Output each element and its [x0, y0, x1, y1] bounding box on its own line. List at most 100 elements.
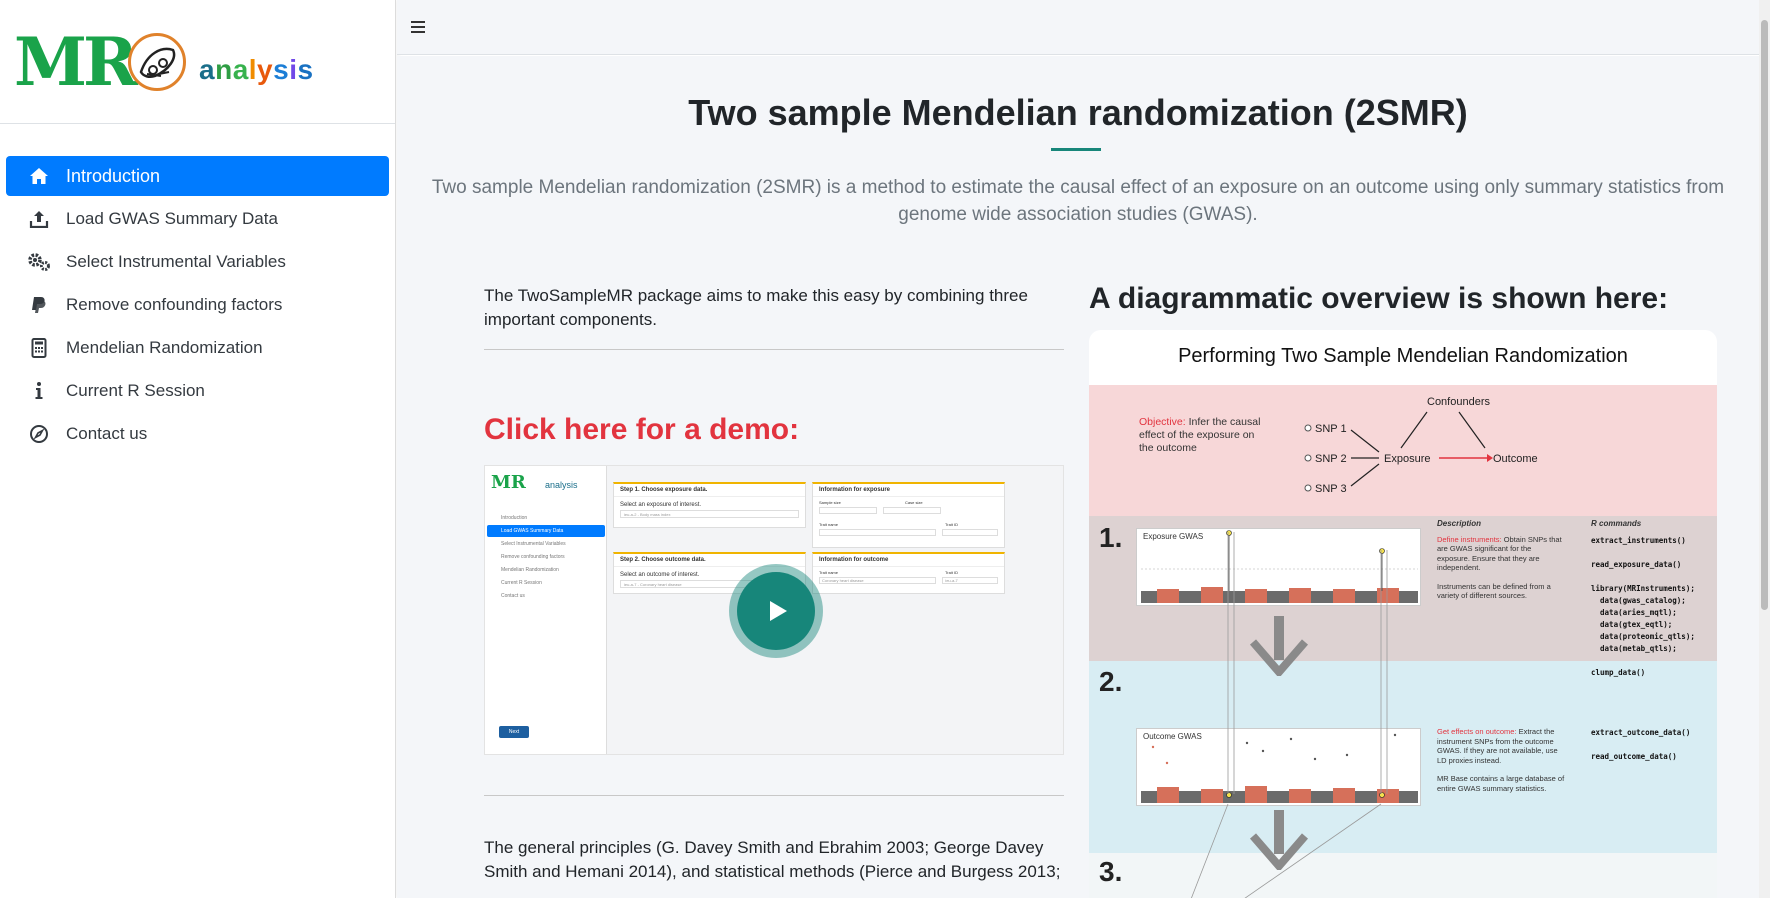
sidebar-item-remove-confounding[interactable]: Remove confounding factors: [6, 285, 389, 325]
logo-letter: l: [248, 54, 258, 85]
diagram-title: Performing Two Sample Mendelian Randomiz…: [1178, 345, 1628, 367]
thumbnail-field-label: Trait ID: [945, 522, 958, 527]
principles-paragraph: The general principles (G. Davey Smith a…: [484, 838, 1061, 881]
diagram-heading: A diagrammatic overview is shown here:: [1089, 282, 1669, 315]
logo-letter: n: [215, 54, 233, 85]
left-column: The TwoSampleMR package aims to make thi…: [484, 284, 1064, 884]
page-scrollbar[interactable]: [1759, 0, 1770, 898]
step-number: 3.: [1099, 856, 1123, 887]
exposure-gwas-plot: Exposure GWAS: [1136, 528, 1421, 606]
main-content: Two sample Mendelian randomization (2SMR…: [397, 56, 1759, 898]
sidebar-item-mendelian-randomization[interactable]: Mendelian Randomization: [6, 328, 389, 368]
thumbnail-sidebar: MR analysis Introduction Load GWAS Summa…: [485, 466, 607, 754]
bean-logo-icon: [128, 33, 186, 91]
sidebar-item-label: Mendelian Randomization: [66, 338, 263, 357]
outcome-gwas-label: Outcome GWAS: [1143, 732, 1202, 741]
thumbnail-analysis: analysis: [545, 480, 578, 490]
thumbnail-card-text: Select an outcome of interest.: [620, 572, 700, 578]
logo-letter: y: [257, 54, 274, 85]
outcome-label: Outcome: [1493, 453, 1538, 465]
objective-text: Objective: Infer the causal effect of th…: [1139, 416, 1269, 455]
demo-video-thumbnail[interactable]: MR analysis Introduction Load GWAS Summa…: [484, 465, 1064, 755]
scrollbar-thumb[interactable]: [1761, 20, 1768, 610]
description-header: Description: [1437, 519, 1482, 528]
thumbnail-field-label: Case size: [905, 500, 923, 505]
divider: [484, 795, 1064, 796]
thumbnail-nav-item: Load GWAS Summary Data: [487, 525, 605, 537]
exposure-gwas-label: Exposure GWAS: [1143, 532, 1204, 541]
logo-letter: a: [232, 54, 249, 85]
thumbnail-card: Step 1. Choose exposure data. Select an …: [613, 482, 806, 528]
title-underline: [1051, 148, 1101, 151]
thumbnail-card-title: Step 1. Choose exposure data.: [614, 484, 805, 497]
step-number: 1.: [1099, 522, 1123, 553]
lead-paragraph: Two sample Mendelian randomization (2SMR…: [431, 177, 1725, 225]
get-effects-text: Extract the instrument SNPs from the out…: [1437, 727, 1558, 765]
sidebar-item-label: Select Instrumental Variables: [66, 252, 286, 271]
down-arrow-icon: [1249, 810, 1309, 870]
sidebar-item-label: Current R Session: [66, 381, 205, 400]
thumbnail-nav-item: Introduction: [501, 515, 528, 521]
calculator-icon: [24, 337, 54, 359]
down-arrow-icon: [1249, 616, 1309, 676]
thumbnail-card: Information for outcome Trait name Trait…: [812, 552, 1005, 594]
cogs-icon: [24, 251, 54, 273]
thumbnail-card-title: Information for outcome: [813, 554, 1004, 567]
right-column: A diagrammatic overview is shown here: P…: [1089, 282, 1717, 898]
rcommands-header: R commands: [1591, 519, 1642, 528]
logo-letter: s: [297, 54, 314, 85]
thumbnail-card-text: Select an exposure of interest.: [620, 502, 702, 508]
play-circle: [737, 572, 815, 650]
sidebar: MR analysis Introduction Load GWAS Summa…: [0, 0, 396, 898]
thumbnail-nav-item: Contact us: [501, 593, 525, 599]
divider: [484, 349, 1064, 350]
sidebar-item-introduction[interactable]: Introduction: [6, 156, 389, 196]
logo-letter: a: [199, 54, 216, 85]
compass-icon: [24, 423, 54, 445]
thumbnail-card: Information for exposure Sample size Cas…: [812, 482, 1005, 548]
page-title: Two sample Mendelian randomization (2SMR…: [688, 92, 1468, 133]
step1-r-commands: extract_instruments() read_exposure_data…: [1591, 536, 1695, 677]
mrbase-database-text: MR Base contains a large database of ent…: [1437, 774, 1565, 793]
define-instruments-text: Obtain SNPs that are GWAS significant fo…: [1437, 534, 1562, 573]
brand-logo[interactable]: MR analysis: [0, 0, 395, 124]
sidebar-item-label: Introduction: [66, 165, 161, 186]
thumbnail-field-label: Trait name: [819, 522, 838, 527]
sidebar-item-load-gwas[interactable]: Load GWAS Summary Data: [6, 199, 389, 239]
step3-band: [1089, 853, 1717, 898]
logo-letter: s: [273, 54, 290, 85]
thumbnail-nav-item: Mendelian Randomization: [501, 567, 559, 573]
get-effects-label: Get effects on outcome:: [1437, 727, 1517, 736]
step-number: 2.: [1099, 666, 1123, 697]
thumbnail-main: Step 1. Choose exposure data. Select an …: [607, 466, 1063, 754]
define-instruments-label: Define instruments:: [1437, 534, 1502, 544]
thumbnail-card-field: ieu-a-2 - Body mass index: [620, 510, 799, 518]
thumbnail-nav-item: Current R Session: [501, 580, 542, 586]
sidebar-item-current-r-session[interactable]: Current R Session: [6, 371, 389, 411]
intro-paragraph: The TwoSampleMR package aims to make thi…: [484, 286, 1028, 329]
sidebar-item-select-instruments[interactable]: Select Instrumental Variables: [6, 242, 389, 282]
sidebar-item-contact-us[interactable]: Contact us: [6, 414, 389, 454]
thumbnail-field-label: Trait name: [819, 570, 838, 575]
instruments-sources-text: Instruments can be defined from a variet…: [1437, 581, 1551, 601]
menu-toggle-icon[interactable]: [405, 14, 431, 40]
thumbnail-nav: Introduction Load GWAS Summary Data Sele…: [487, 512, 605, 603]
rcommands-header-wrap: R commands: [1591, 519, 1641, 535]
logo-analysis-text: analysis: [199, 54, 314, 86]
play-button[interactable]: [729, 564, 823, 658]
step2-r-commands: extract_outcome_data() read_outcome_data…: [1591, 728, 1691, 761]
thumbnail-card-title: Information for exposure: [813, 484, 1004, 497]
confounders-label: Confounders: [1427, 396, 1490, 408]
info-icon: [24, 380, 54, 402]
sidebar-item-label: Load GWAS Summary Data: [66, 209, 278, 228]
logo-mr-text: MR: [14, 23, 138, 101]
objective-body: Infer the causal effect of the exposure …: [1139, 416, 1261, 454]
thumbnail-card-title: Step 2. Choose outcome data.: [614, 554, 805, 567]
outcome-gwas-plot: Outcome GWAS: [1136, 728, 1421, 806]
sidebar-item-label: Contact us: [66, 424, 148, 443]
thumbnail-field-label: Sample size: [819, 500, 841, 505]
step2-description: Get effects on outcome: Extract the inst…: [1437, 727, 1565, 793]
thumbnail-next-button: Next: [499, 726, 529, 738]
objective-label: Objective:: [1139, 416, 1186, 428]
top-navbar: [397, 0, 1759, 55]
